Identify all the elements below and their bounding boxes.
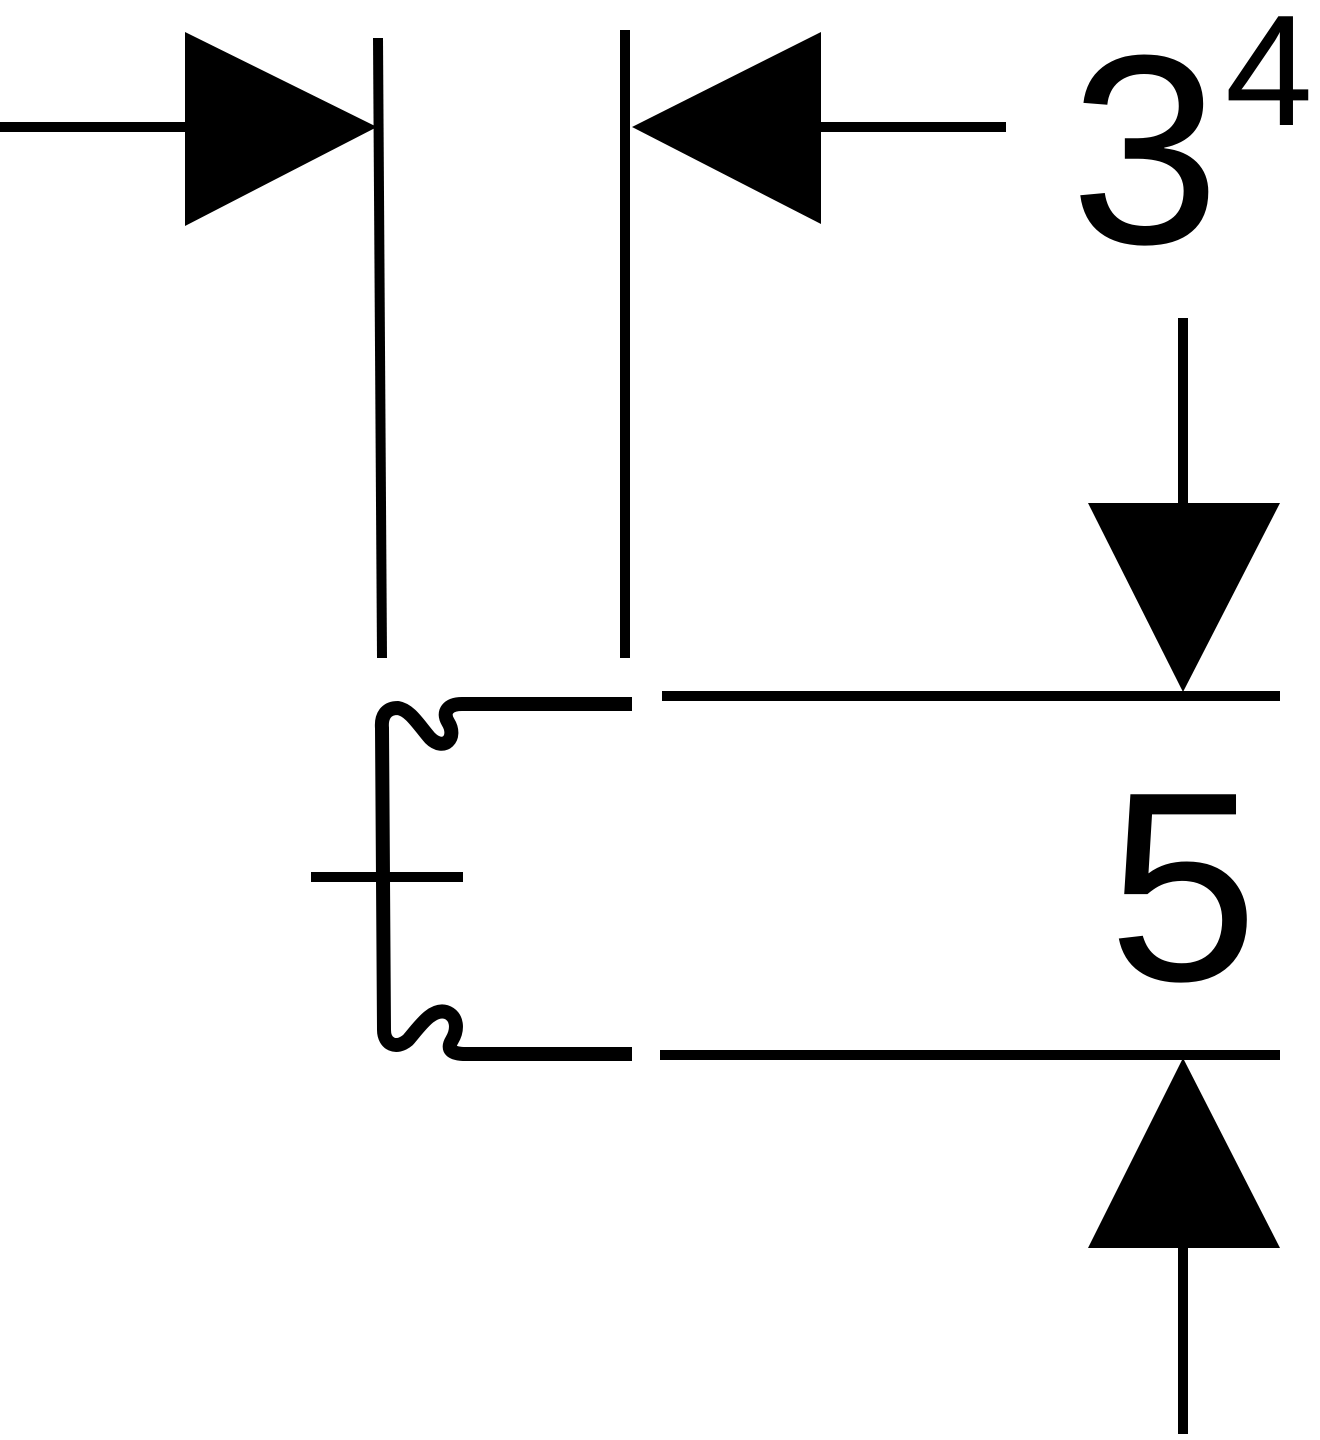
profile-dimension-value: 5 [1108, 737, 1258, 1038]
top-dimension-value: 3 [1070, 0, 1220, 301]
top-dimension-superscript: 4 [1225, 0, 1313, 159]
left-extension-line [373, 37, 387, 659]
down-pointing-arrow-icon [1088, 503, 1280, 692]
vertical-dimension [660, 318, 1280, 1434]
left-pointing-arrow-icon [632, 32, 821, 224]
right-pointing-arrow-icon [185, 32, 377, 226]
up-pointing-arrow-icon [1088, 1058, 1280, 1248]
clip-profile-shape-icon [311, 697, 632, 1061]
horizontal-dimension [0, 30, 1006, 659]
